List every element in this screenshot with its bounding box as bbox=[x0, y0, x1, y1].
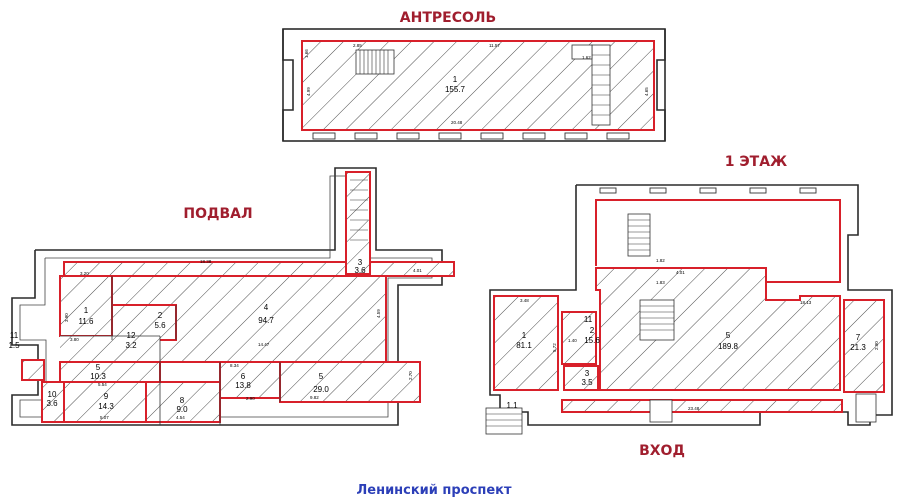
basement-room-5b bbox=[279, 361, 421, 403]
basement-dim: 4.59 bbox=[376, 309, 381, 318]
basement-dim: 4.01 bbox=[413, 268, 422, 273]
first-floor-room-area: 189.8 bbox=[718, 342, 739, 351]
first-floor-dim: 23.48 bbox=[688, 406, 700, 411]
basement-room-area: 94.7 bbox=[258, 316, 274, 325]
mezzanine-dim: 4.65 bbox=[644, 87, 649, 96]
basement-dim: 3.20 bbox=[80, 271, 89, 276]
mezzanine-room-area: 155.7 bbox=[445, 85, 466, 94]
basement-room-5a bbox=[59, 361, 161, 383]
basement-room-area: 3 bbox=[358, 258, 363, 267]
first-floor-room-area: 1 bbox=[522, 331, 527, 340]
first-floor-dim: 3.48 bbox=[520, 298, 529, 303]
basement-room-area: 29.0 bbox=[313, 385, 329, 394]
first-floor-room-area: 21.3 bbox=[850, 343, 866, 352]
basement-dim: 9.82 bbox=[310, 395, 319, 400]
basement-room-11 bbox=[21, 359, 45, 381]
basement-room-area: 10 bbox=[48, 390, 57, 399]
basement-title: ПОДВАЛ bbox=[183, 206, 252, 222]
first-floor-plan: 1 81.1 2 15.6 11 3 3.5 5 189.8 7 21.3 1.… bbox=[485, 184, 893, 435]
first-floor-room-area: 81.1 bbox=[516, 341, 532, 350]
first-floor-room-1 bbox=[493, 295, 559, 391]
first-floor-entrance-strip bbox=[561, 399, 843, 413]
first-floor-room-area: 1.1 bbox=[506, 401, 518, 410]
first-floor-room-5 bbox=[595, 267, 841, 391]
first-floor-room-2 bbox=[561, 311, 597, 365]
mezzanine-dim: 1.66 bbox=[304, 49, 309, 58]
mezzanine-dim: 1.62 bbox=[582, 55, 591, 60]
basement-room-area: 1 bbox=[84, 306, 89, 315]
basement-dim: 2.90 bbox=[246, 396, 255, 401]
basement-room-area: 2 bbox=[158, 311, 163, 320]
basement-room-area: 5.6 bbox=[154, 321, 166, 330]
entrance-steps bbox=[485, 393, 877, 435]
first-floor-room-area: 7 bbox=[856, 333, 861, 342]
basement-room-area: 5 bbox=[96, 363, 101, 372]
basement-room-area: 8 bbox=[180, 396, 185, 405]
basement-corridor-strip bbox=[63, 261, 455, 277]
basement-room-6 bbox=[219, 361, 281, 399]
basement-dim: 3.90 bbox=[64, 313, 69, 322]
basement-dim: 5.54 bbox=[98, 382, 107, 387]
first-floor-room-7 bbox=[843, 299, 885, 393]
mezzanine-dim: 11.57 bbox=[489, 43, 500, 48]
basement-room-area: 10.3 bbox=[90, 372, 106, 381]
mezzanine-title: АНТРЕСОЛЬ bbox=[400, 10, 496, 26]
mezzanine-windows bbox=[312, 132, 630, 140]
basement-dim: 3.80 bbox=[70, 337, 79, 342]
basement-dim: 18.38 bbox=[200, 259, 212, 264]
basement-dim: 5.07 bbox=[100, 415, 109, 420]
basement-room-area: 5 bbox=[319, 372, 324, 381]
first-floor-dim: 1.83 bbox=[656, 280, 665, 285]
mezzanine-dim: 4.99 bbox=[306, 87, 311, 96]
basement-room-area: 11.6 bbox=[79, 317, 95, 326]
mezzanine-dim: 20.48 bbox=[451, 120, 463, 125]
first-floor-room-area: 2 bbox=[590, 326, 595, 335]
basement-room-area: 9 bbox=[104, 392, 109, 401]
basement-room-area: 3.6 bbox=[46, 399, 58, 408]
basement-room-9 bbox=[63, 381, 147, 423]
mezzanine-stairs bbox=[355, 44, 611, 126]
basement-dim: 2.70 bbox=[408, 371, 413, 380]
first-floor-room-area: 3 bbox=[585, 369, 590, 378]
basement-room-2 bbox=[111, 304, 177, 341]
basement-room-area: 14.3 bbox=[98, 402, 114, 411]
first-floor-dim: 5.72 bbox=[552, 343, 557, 352]
basement-room-area: 3.6 bbox=[354, 266, 366, 275]
basement-dim: 4.54 bbox=[176, 415, 185, 420]
entrance-label: ВХОД bbox=[639, 443, 685, 459]
basement-dim: 8.34 bbox=[230, 363, 239, 368]
first-floor-room-area: 11 bbox=[584, 315, 593, 324]
basement-room-area: 12 bbox=[127, 331, 136, 340]
basement-room-3 bbox=[345, 171, 371, 275]
first-floor-dim: 18.13 bbox=[800, 300, 812, 305]
first-floor-room-area: 3.5 bbox=[581, 378, 593, 387]
basement-room-area: 9.0 bbox=[176, 405, 188, 414]
first-floor-room-area: 15.6 bbox=[584, 336, 600, 345]
first-floor-dim: 4.01 bbox=[676, 270, 685, 275]
basement-room-area: 1.5 bbox=[8, 341, 20, 350]
street-label: Ленинский проспект bbox=[356, 483, 512, 498]
first-floor-dim: 2.90 bbox=[874, 341, 879, 350]
basement-room-area: 13.8 bbox=[235, 381, 251, 390]
mezzanine-plan: 1 155.7 2.85 11.57 1.66 4.99 20.48 4.65 … bbox=[282, 28, 666, 142]
first-floor-title: 1 ЭТАЖ bbox=[725, 154, 787, 170]
first-floor-dim: 1.82 bbox=[656, 258, 665, 263]
first-floor-stairs bbox=[627, 213, 675, 341]
basement-room-area: 6 bbox=[241, 372, 246, 381]
basement-stairs bbox=[350, 179, 368, 241]
basement-dim: 14.47 bbox=[258, 342, 270, 347]
basement-room-1 bbox=[59, 275, 113, 337]
mezzanine-room-num: 1 bbox=[453, 75, 458, 84]
first-floor-room-area: 5 bbox=[726, 331, 731, 340]
mezzanine-dim: 2.85 bbox=[353, 43, 362, 48]
basement-room-area: 3.2 bbox=[125, 341, 137, 350]
basement-plan: 1 11.6 2 5.6 12 3.2 4 94.7 3 3.6 5 10.3 … bbox=[8, 167, 455, 426]
basement-room-area: 11 bbox=[10, 331, 19, 340]
first-floor-dim: 1.40 bbox=[568, 338, 577, 343]
basement-room-area: 4 bbox=[264, 303, 269, 312]
first-floor-room-3 bbox=[563, 365, 599, 391]
